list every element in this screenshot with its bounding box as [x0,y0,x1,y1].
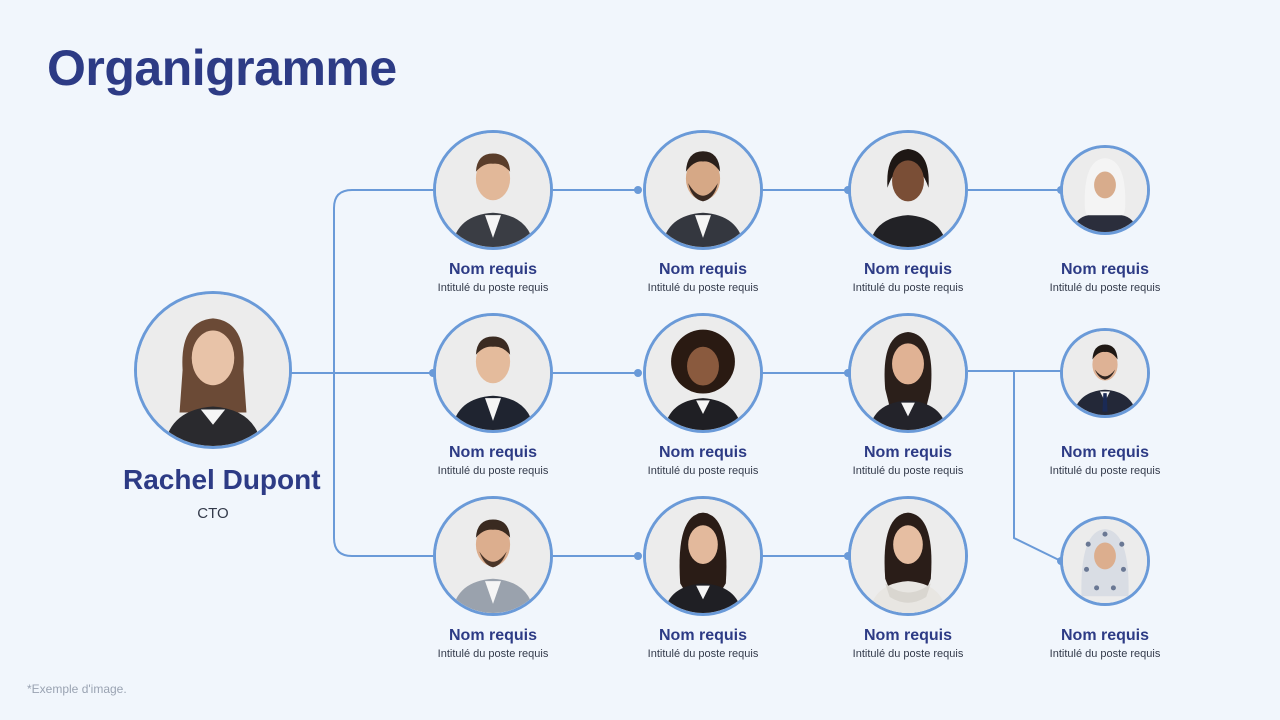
avatar [1060,516,1150,606]
person-photo [646,133,760,247]
person-photo [1063,148,1147,232]
person-photo [436,133,550,247]
node-role: Intitulé du poste requis [647,465,759,478]
connector-dot [634,369,642,377]
person-photo [436,316,550,430]
node-role: Intitulé du poste requis [852,282,964,295]
node-name: Nom requis [863,444,952,461]
node-name: Nom requis [1060,261,1149,278]
connector-branch [1013,371,1062,562]
org-node[interactable]: Nom requis Intitulé du poste requis [1015,516,1195,660]
node-name: Nom requis [658,627,747,644]
org-node[interactable]: Nom requis Intitulé du poste requis [613,496,793,660]
node-role: Intitulé du poste requis [647,282,759,295]
org-node[interactable]: Nom requis Intitulé du poste requis [403,130,583,294]
org-node[interactable]: Nom requis Intitulé du poste requis [1015,145,1195,294]
person-photo [1063,519,1147,603]
node-role: Intitulé du poste requis [1049,282,1161,295]
person-photo [851,316,965,430]
node-name: Rachel Dupont [123,464,321,495]
node-name: Nom requis [448,261,537,278]
node-name: Nom requis [658,444,747,461]
avatar [848,313,968,433]
node-name: Nom requis [448,627,537,644]
avatar [433,496,553,616]
person-photo [1063,331,1147,415]
person-photo [646,499,760,613]
node-role: Intitulé du poste requis [437,282,549,295]
node-role: Intitulé du poste requis [1049,648,1161,661]
node-role: Intitulé du poste requis [852,648,964,661]
org-node[interactable]: Nom requis Intitulé du poste requis [613,130,793,294]
org-node[interactable]: Nom requis Intitulé du poste requis [818,313,998,477]
org-node[interactable]: Nom requis Intitulé du poste requis [818,496,998,660]
avatar [433,313,553,433]
org-node[interactable]: Nom requis Intitulé du poste requis [818,130,998,294]
avatar [643,313,763,433]
page-title: Organigramme [47,40,397,96]
node-name: Nom requis [1060,444,1149,461]
avatar [134,291,292,449]
avatar [1060,328,1150,418]
org-node-root[interactable]: Rachel Dupont CTO [123,291,321,522]
node-role: Intitulé du poste requis [437,648,549,661]
node-name: Nom requis [658,261,747,278]
node-role: Intitulé du poste requis [852,465,964,478]
org-node[interactable]: Nom requis Intitulé du poste requis [1015,328,1195,477]
node-name: Nom requis [448,444,537,461]
avatar [643,130,763,250]
avatar [643,496,763,616]
org-node[interactable]: Nom requis Intitulé du poste requis [613,313,793,477]
avatar [848,496,968,616]
connector-dot [634,552,642,560]
avatar [848,130,968,250]
node-role: CTO [197,504,229,522]
node-name: Nom requis [1060,627,1149,644]
connector-dot [634,186,642,194]
person-photo [851,499,965,613]
avatar [433,130,553,250]
person-photo [851,133,965,247]
person-photo [646,316,760,430]
connector-trunk [333,189,433,557]
avatar [1060,145,1150,235]
footnote: *Exemple d'image. [27,682,127,696]
node-role: Intitulé du poste requis [647,648,759,661]
node-name: Nom requis [863,261,952,278]
org-node[interactable]: Nom requis Intitulé du poste requis [403,496,583,660]
person-photo [436,499,550,613]
person-photo [137,294,289,446]
node-name: Nom requis [863,627,952,644]
node-role: Intitulé du poste requis [437,465,549,478]
node-role: Intitulé du poste requis [1049,465,1161,478]
org-node[interactable]: Nom requis Intitulé du poste requis [403,313,583,477]
